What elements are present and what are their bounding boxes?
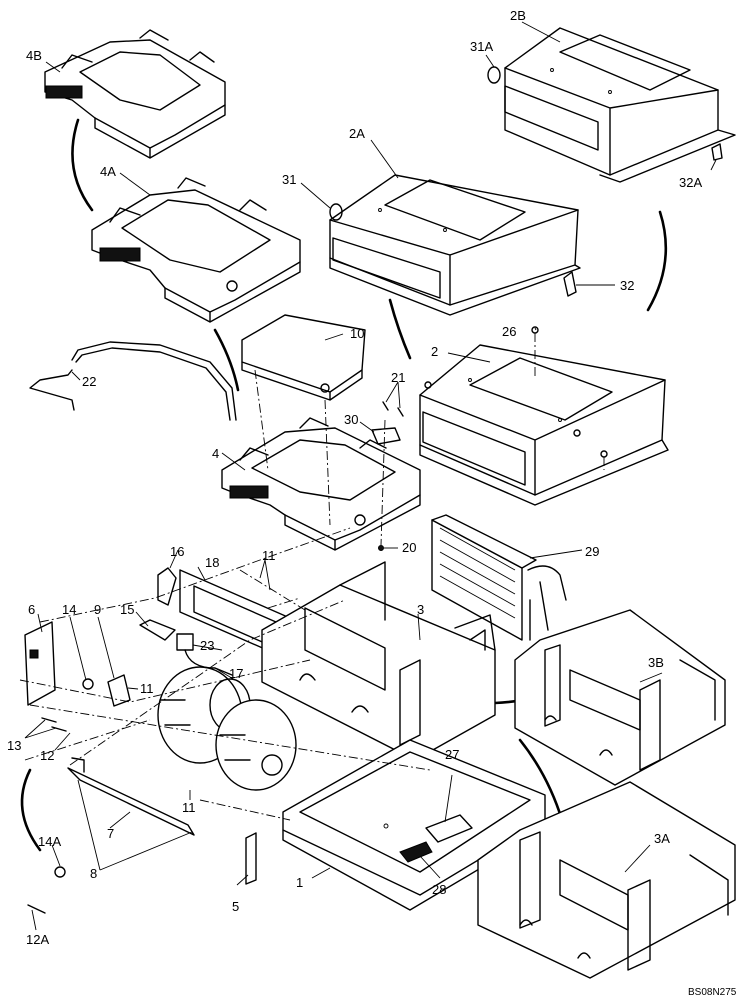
housing-part-2 bbox=[419, 344, 669, 506]
alignment-lines bbox=[19, 369, 431, 821]
callout-7: 7 bbox=[107, 826, 114, 841]
callout-23: 23 bbox=[200, 638, 214, 653]
callout-22: 22 bbox=[82, 374, 96, 389]
leader-lines bbox=[24, 21, 717, 931]
callout-11-lower: 11 bbox=[182, 800, 196, 815]
callout-20: 20 bbox=[402, 540, 416, 555]
housing-part-2b bbox=[504, 27, 736, 183]
callout-26: 26 bbox=[502, 324, 516, 339]
callout-31: 31 bbox=[282, 172, 296, 187]
callout-14a: 14A bbox=[38, 834, 61, 849]
bracket-5 bbox=[245, 832, 257, 885]
washer-14a bbox=[54, 866, 66, 878]
callout-11-upper: 11 bbox=[262, 548, 276, 563]
callout-11-left: 11 bbox=[140, 681, 154, 696]
blower-assembly bbox=[157, 666, 297, 791]
washer-14 bbox=[82, 678, 94, 690]
frame-part-4 bbox=[221, 417, 421, 551]
callout-4a: 4A bbox=[100, 164, 116, 179]
callout-32a: 32A bbox=[679, 175, 702, 190]
callout-8: 8 bbox=[90, 866, 97, 881]
bracket-30 bbox=[371, 427, 401, 445]
case-part-3b bbox=[514, 609, 726, 786]
heater-core-part-29 bbox=[431, 514, 567, 641]
callout-1: 1 bbox=[296, 875, 303, 890]
callout-3b: 3B bbox=[648, 655, 664, 670]
callout-14: 14 bbox=[62, 602, 76, 617]
callout-12: 12 bbox=[40, 748, 54, 763]
bracket-15 bbox=[139, 619, 176, 641]
callout-17: 17 bbox=[229, 666, 243, 681]
callout-29: 29 bbox=[585, 544, 599, 559]
callout-32: 32 bbox=[620, 278, 634, 293]
case-part-3a bbox=[477, 781, 736, 979]
callout-16: 16 bbox=[170, 544, 184, 559]
drain-28 bbox=[399, 841, 433, 863]
callout-12a: 12A bbox=[26, 932, 49, 947]
frame-part-4a bbox=[91, 177, 301, 323]
callout-9: 9 bbox=[94, 602, 101, 617]
screws-13 bbox=[41, 717, 67, 732]
drain-27 bbox=[425, 814, 473, 843]
connector-23 bbox=[176, 633, 194, 651]
callout-10: 10 bbox=[350, 326, 364, 341]
left-side-parts bbox=[24, 621, 257, 914]
frame-part-4b bbox=[44, 29, 226, 159]
drawing-code: BS08N275 bbox=[688, 987, 737, 998]
bracket-6 bbox=[24, 621, 56, 706]
grommet-31 bbox=[329, 203, 343, 221]
callout-3a: 3A bbox=[654, 831, 670, 846]
callout-2b: 2B bbox=[510, 8, 526, 23]
drain-pan-part-1 bbox=[282, 739, 546, 911]
callout-2: 2 bbox=[431, 344, 438, 359]
callout-15: 15 bbox=[120, 602, 134, 617]
cover-part-10 bbox=[241, 314, 366, 401]
small-fasteners bbox=[329, 66, 723, 551]
callout-31a: 31A bbox=[470, 39, 493, 54]
callout-4: 4 bbox=[212, 446, 219, 461]
callout-2a: 2A bbox=[349, 126, 365, 141]
callout-27: 27 bbox=[445, 747, 459, 762]
callout-5: 5 bbox=[232, 899, 239, 914]
callout-30: 30 bbox=[344, 412, 358, 427]
callout-labels: 2B 31A 2A 31 32 32A 26 2 10 21 30 20 22 … bbox=[7, 8, 702, 947]
housing-part-2a bbox=[329, 174, 581, 316]
callout-18: 18 bbox=[205, 555, 219, 570]
bracket-32 bbox=[563, 271, 577, 297]
screw-12a bbox=[27, 904, 46, 914]
cable-part-22 bbox=[29, 341, 237, 421]
callout-21: 21 bbox=[391, 370, 405, 385]
actuator-16 bbox=[157, 567, 177, 606]
callout-6: 6 bbox=[28, 602, 35, 617]
callout-13: 13 bbox=[7, 738, 21, 753]
grommet-31a bbox=[487, 66, 501, 84]
callout-3: 3 bbox=[417, 602, 424, 617]
callout-4b: 4B bbox=[26, 48, 42, 63]
callout-28: 28 bbox=[432, 882, 446, 897]
rod-7 bbox=[67, 767, 195, 836]
clip-32a bbox=[711, 143, 723, 161]
